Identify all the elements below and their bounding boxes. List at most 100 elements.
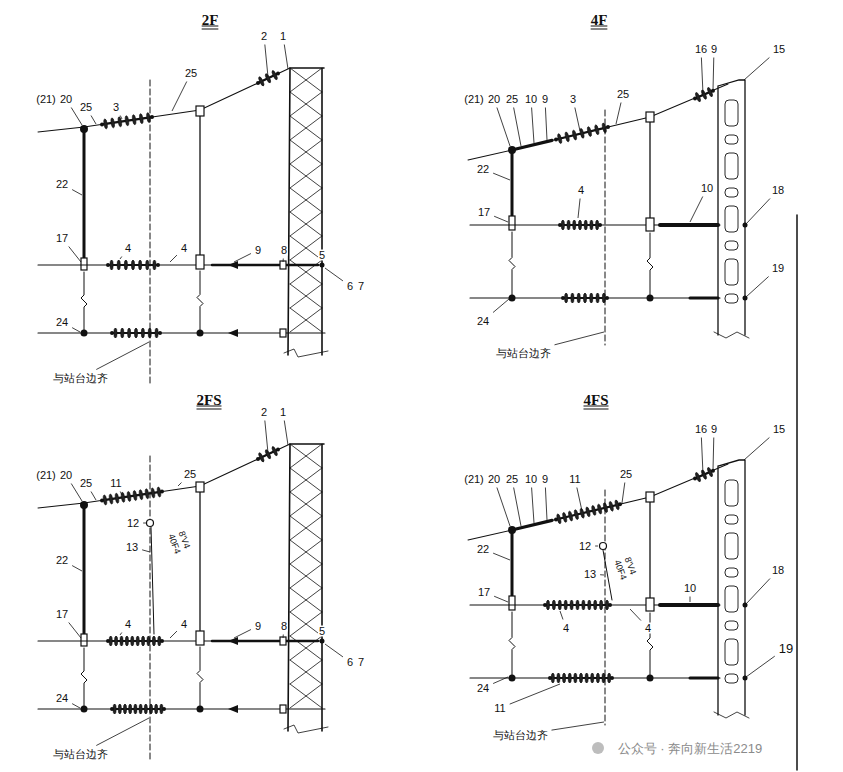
fitting-symbol (509, 596, 515, 610)
insulator-fitting (610, 676, 614, 680)
bottom-wire (470, 297, 720, 298)
callout-number: 25 (183, 469, 197, 480)
callout-number: 4 (644, 623, 652, 634)
pole-slot (725, 674, 738, 683)
insulator-shed (564, 132, 569, 142)
insulator-shed (136, 636, 139, 646)
insulator-shed (110, 260, 113, 270)
leader-line (170, 255, 177, 262)
leader-line (493, 677, 508, 684)
fitting-symbol (280, 329, 286, 337)
leader-line (510, 684, 560, 704)
insulator-shed (568, 511, 573, 521)
portal-2f (38, 68, 328, 383)
callout-number: 15 (772, 424, 786, 435)
callout-number: 15 (772, 44, 786, 55)
pole-slot (725, 533, 738, 559)
leader-line (600, 574, 604, 575)
callout-number: 22 (55, 179, 69, 190)
insulator-fitting (561, 296, 565, 300)
leader-line (120, 116, 122, 120)
leader-line (120, 257, 122, 260)
callout-number: 19 (771, 263, 785, 274)
callout-number: 17 (477, 207, 491, 218)
leader-line (96, 342, 149, 370)
leader-line (72, 190, 82, 195)
clamp-dot (320, 639, 325, 644)
platform-edge-line (150, 456, 151, 759)
leader-line (746, 199, 770, 225)
dropper-line (81, 272, 87, 330)
clamp-dot (320, 263, 325, 268)
insulator-rod (556, 127, 608, 139)
insulator-shed (114, 328, 117, 338)
leader-line (494, 216, 508, 222)
insulator-shed (118, 704, 121, 714)
fitting-symbol (81, 634, 87, 646)
registration-rod (212, 264, 318, 266)
clamp-dot (81, 330, 88, 337)
messenger-wire (38, 68, 290, 132)
fitting-symbol (196, 106, 204, 116)
leader-line (744, 58, 769, 81)
insulator-shed (117, 260, 120, 270)
leader-line (690, 197, 703, 223)
callout-number: 2 (260, 31, 268, 42)
insulator-shed (562, 512, 567, 522)
leader-line (170, 631, 177, 638)
insulator-shed (585, 673, 588, 683)
insulator-shed (565, 293, 568, 303)
callout-number: 9 (254, 621, 262, 632)
arrow-symbol (228, 329, 238, 337)
insulator-shed (576, 600, 579, 610)
callout-number: 13 (125, 542, 139, 553)
pole-slot (725, 241, 738, 250)
callout-number: 20 (59, 470, 73, 481)
insulator-shed (588, 600, 591, 610)
leader-line (265, 45, 268, 78)
dropper-line (197, 271, 203, 330)
fitting-symbol (280, 261, 286, 269)
insulator-fitting (160, 490, 164, 494)
callout-number: 9 (710, 424, 718, 435)
messenger-wire (468, 464, 728, 540)
leader-line (713, 438, 715, 471)
insulator-fitting (160, 639, 164, 643)
fitting-symbol (646, 218, 654, 231)
callout-number: 1 (279, 407, 287, 418)
note-text: 与站台边齐 (52, 749, 109, 760)
registration-arm (38, 640, 322, 641)
platform-edge-line (605, 490, 606, 725)
insulator-shed (109, 494, 114, 504)
callout-number: 10 (524, 94, 538, 105)
registration-rod (690, 297, 718, 300)
callout-number: 10 (683, 583, 697, 594)
tower-leg (288, 68, 324, 355)
callout-number: 4 (124, 619, 132, 630)
pole-slot (725, 135, 738, 144)
callout-number: 25 (616, 89, 630, 100)
pole-slot (725, 206, 738, 232)
insulator-shed (121, 492, 126, 502)
insulator-fitting (558, 223, 562, 227)
dropper-line (197, 647, 203, 706)
insulator-fitting (156, 263, 160, 267)
callout-number: 20 (59, 94, 73, 105)
dropper-line (509, 612, 515, 675)
insulator-shed (125, 116, 130, 126)
leader-line (284, 421, 288, 446)
steady-arm-post (83, 508, 86, 634)
clamp-dot (197, 330, 204, 337)
insulator-fitting (276, 72, 280, 76)
callout-number: 7 (357, 657, 365, 668)
leader-line (746, 579, 770, 605)
callout-number: 16 (694, 424, 708, 435)
insulator-shed (578, 220, 581, 230)
fitting-symbol (196, 255, 204, 269)
insulator-shed (579, 673, 582, 683)
callout-number: 4 (180, 243, 188, 254)
portal-2f (38, 444, 328, 759)
break-line (714, 712, 749, 718)
